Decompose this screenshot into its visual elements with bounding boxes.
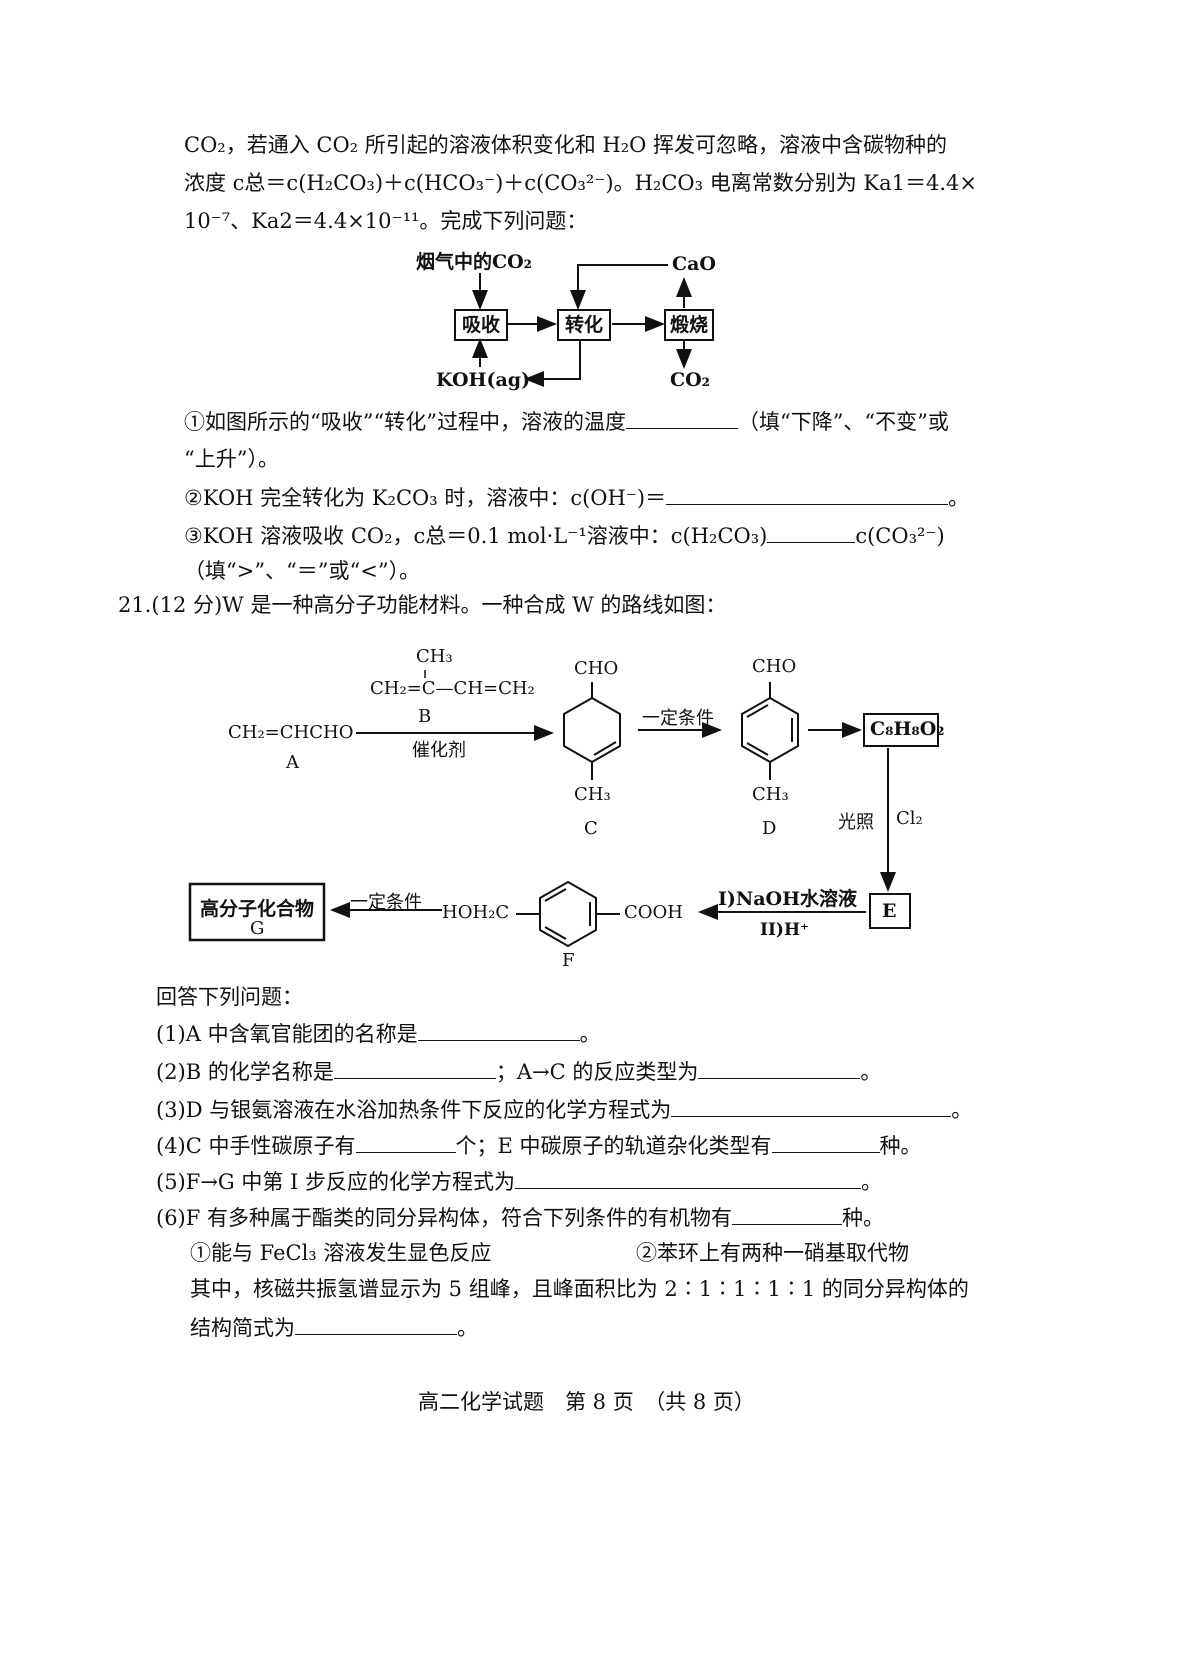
A-formula: CH₂=CHCHO xyxy=(228,722,354,743)
B-ch3: CH₃ xyxy=(416,646,453,667)
C-label: C xyxy=(584,818,598,839)
D-label: D xyxy=(762,818,777,839)
condition-2: 一定条件 xyxy=(350,892,422,913)
q21-s4-blank-1[interactable] xyxy=(355,1130,456,1153)
q21-s1: (1)A 中含氧官能团的名称是 。 xyxy=(156,1018,601,1049)
q21-s2-text-b: ；A→C 的反应类型为 xyxy=(495,1060,699,1084)
q20-part2-text: ②KOH 完全转化为 K₂CO₃ 时，溶液中：c(OH⁻)＝ xyxy=(184,486,667,510)
step-i-label: I)NaOH水溶液 xyxy=(718,888,858,910)
q21-s2-end: 。 xyxy=(860,1060,882,1084)
q21-s5-text: (5)F→G 中第 I 步反应的化学方程式为 xyxy=(156,1170,516,1194)
q21-s1-end: 。 xyxy=(579,1022,601,1046)
q20-part3-line1: ③KOH 溶液吸收 CO₂，c总＝0.1 mol·L⁻¹溶液中：c(H₂CO₃)… xyxy=(184,520,945,551)
q21-s6-condition-1: ①能与 FeCl₃ 溶液发生显色反应 xyxy=(190,1241,492,1265)
q21-s6-text: (6)F 有多种属于酯类的同分异构体，符合下列条件的有机物有 xyxy=(156,1206,732,1230)
q21-s4-blank-2[interactable] xyxy=(771,1130,880,1153)
q21-s6-blank-1[interactable] xyxy=(732,1202,842,1225)
condition-1: 一定条件 xyxy=(642,708,714,729)
convert-box: 转化 xyxy=(557,309,611,341)
q21-s5-blank[interactable] xyxy=(515,1166,862,1189)
q20-part3-text: ③KOH 溶液吸收 CO₂，c总＝0.1 mol·L⁻¹溶液中：c(H₂CO₃) xyxy=(184,524,768,548)
synthesis-scheme: CH₂=CHCHO A CH₃ CH₂=C—CH=CH₂ B 催化剂 CHO C… xyxy=(180,640,980,980)
q21-header: 21.(12 分)W 是一种高分子功能材料。一种合成 W 的路线如图： xyxy=(118,593,727,617)
q21-s2-blank-2[interactable] xyxy=(698,1056,861,1079)
q21-s6-structure-end: 。 xyxy=(457,1316,478,1340)
q20-part2-end: 。 xyxy=(948,486,970,510)
q20-part1-line1: ①如图所示的“吸收”“转化”过程中，溶液的温度 （填“下降”、“不变”或 xyxy=(184,406,949,437)
q21-s6: (6)F 有多种属于酯类的同分异构体，符合下列条件的有机物有 种。 xyxy=(156,1202,884,1233)
co2-absorption-flow-diagram: 烟气中的CO₂ 吸收 转化 煅烧 CaO CO₂ KOH(ag) xyxy=(400,245,760,395)
F-right: COOH xyxy=(624,902,683,923)
q20-part2: ②KOH 完全转化为 K₂CO₃ 时，溶液中：c(OH⁻)＝ 。 xyxy=(184,482,969,513)
q20-part3-blank[interactable] xyxy=(767,520,856,543)
q21-s6-end: 种。 xyxy=(842,1206,884,1230)
intro-line-3: 10⁻⁷、Ka2＝4.4×10⁻¹¹。完成下列问题： xyxy=(184,209,588,233)
G-label: G xyxy=(250,918,265,939)
q21-s5: (5)F→G 中第 I 步反应的化学方程式为 。 xyxy=(156,1166,882,1197)
q21-s2-blank-1[interactable] xyxy=(333,1056,496,1079)
page-footer: 高二化学试题 第 8 页 （共 8 页） xyxy=(418,1390,755,1414)
answer-intro: 回答下列问题： xyxy=(156,985,303,1009)
q21-s6-condition-2: ②苯环上有两种一硝基取代物 xyxy=(636,1241,909,1265)
q21-s3-text: (3)D 与银氨溶液在水浴加热条件下反应的化学方程式为 xyxy=(156,1098,672,1122)
q21-s1-text: (1)A 中含氧官能团的名称是 xyxy=(156,1022,418,1046)
c8h8o2-label: C₈H₈O₂ xyxy=(870,718,945,740)
q20-part3-line2: （填“>”、“＝”或“<”）。 xyxy=(184,559,421,583)
flue-gas-co2-label: 烟气中的CO₂ xyxy=(416,251,532,273)
q20-part1-line2: “上升”）。 xyxy=(184,447,279,471)
q21-s2: (2)B 的化学名称是 ；A→C 的反应类型为 。 xyxy=(156,1056,881,1087)
q21-s6-structure: 结构简式为 。 xyxy=(190,1312,478,1343)
q20-part1-hint: （填“下降”、“不变”或 xyxy=(737,410,949,434)
light-label: 光照 xyxy=(838,812,874,833)
F-left: HOH₂C xyxy=(442,902,510,923)
C-cho: CHO xyxy=(574,658,619,679)
absorb-box: 吸收 xyxy=(454,309,508,341)
q20-part1-text: ①如图所示的“吸收”“转化”过程中，溶液的温度 xyxy=(184,410,626,434)
q21-s3: (3)D 与银氨溶液在水浴加热条件下反应的化学方程式为 。 xyxy=(156,1094,972,1125)
q21-s3-blank[interactable] xyxy=(671,1094,952,1117)
q21-s6-blank-2[interactable] xyxy=(295,1312,457,1335)
q21-s4-text-b: 个；E 中碳原子的轨道杂化类型有 xyxy=(455,1134,772,1158)
q21-s5-end: 。 xyxy=(861,1170,883,1194)
F-label: F xyxy=(562,950,575,971)
flow-arrows xyxy=(472,264,692,387)
C-ch3: CH₃ xyxy=(574,784,611,805)
q21-s3-end: 。 xyxy=(951,1098,973,1122)
co2-out-label: CO₂ xyxy=(670,369,710,391)
D-ch3: CH₃ xyxy=(752,784,789,805)
catalyst-label: 催化剂 xyxy=(412,740,466,761)
D-cho: CHO xyxy=(752,656,797,677)
A-label: A xyxy=(286,752,299,773)
q21-s6-structure-text: 结构简式为 xyxy=(190,1316,295,1340)
B-formula: CH₂=C—CH=CH₂ xyxy=(370,678,535,699)
intro-line-1: CO₂，若通入 CO₂ 所引起的溶液体积变化和 H₂O 挥发可忽略，溶液中含碳物… xyxy=(184,133,948,157)
q21-s2-text: (2)B 的化学名称是 xyxy=(156,1060,334,1084)
calcine-box: 煅烧 xyxy=(664,309,714,341)
scheme-drawing xyxy=(188,670,939,948)
B-label: B xyxy=(418,706,432,727)
q20-part1-blank[interactable] xyxy=(625,406,738,429)
q20-part2-blank[interactable] xyxy=(666,482,949,505)
step-ii-label: II)H⁺ xyxy=(760,920,809,940)
E-label: E xyxy=(882,900,897,922)
q21-s6-nmr: 其中，核磁共振氢谱显示为 5 组峰，且峰面积比为 2∶1∶1∶1∶1 的同分异构… xyxy=(190,1277,969,1301)
cao-label: CaO xyxy=(672,253,716,275)
intro-line-2: 浓度 c总＝c(H₂CO₃)＋c(HCO₃⁻)＋c(CO₃²⁻)。H₂CO₃ 电… xyxy=(184,171,977,195)
q20-part3-text-b: c(CO₃²⁻) xyxy=(855,524,945,548)
q21-s1-blank[interactable] xyxy=(417,1018,580,1041)
koh-label: KOH(ag) xyxy=(436,369,531,391)
q21-s4-text: (4)C 中手性碳原子有 xyxy=(156,1134,356,1158)
G-name: 高分子化合物 xyxy=(200,898,315,920)
cl2-label: Cl₂ xyxy=(896,808,923,829)
q21-s4: (4)C 中手性碳原子有 个；E 中碳原子的轨道杂化类型有 种。 xyxy=(156,1130,922,1161)
q21-s4-end: 种。 xyxy=(879,1134,922,1158)
